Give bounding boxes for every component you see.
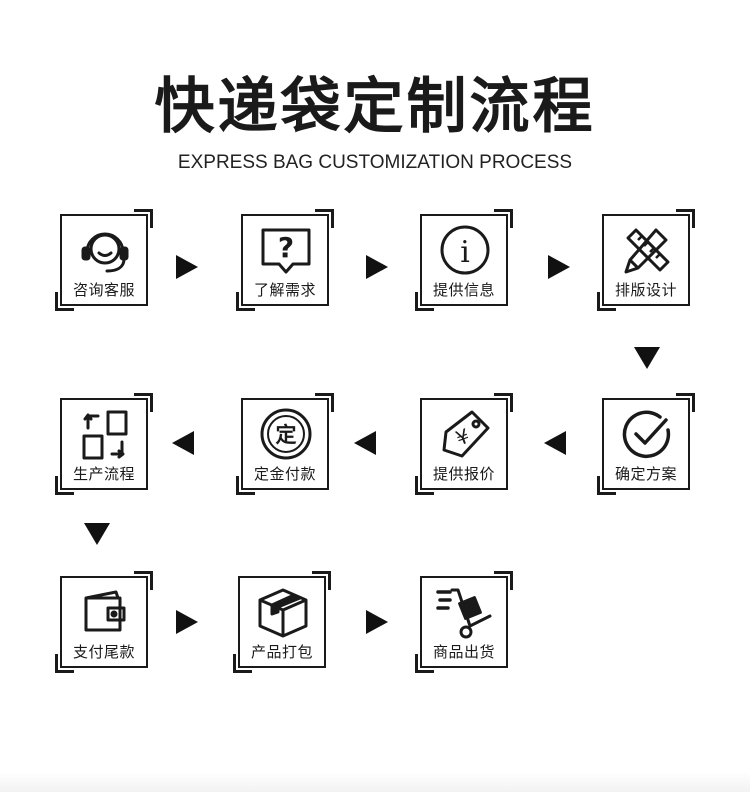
svg-text:i: i — [460, 235, 470, 270]
arrow-right-icon — [366, 255, 388, 279]
step-label: 咨询客服 — [72, 281, 135, 299]
corner-mark — [55, 292, 74, 311]
step-product-packing: 产品打包 — [233, 571, 331, 673]
svg-text:?: ? — [278, 231, 294, 264]
step-label: 商品出货 — [432, 643, 495, 661]
step-understand-needs: ? 了解需求 — [236, 209, 334, 311]
step-confirm-plan: 确定方案 — [597, 393, 695, 495]
hand-truck-icon — [436, 584, 494, 642]
corner-mark — [315, 393, 334, 412]
price-tag-icon: ¥ — [436, 406, 494, 464]
corner-mark — [312, 571, 331, 590]
svg-text:定: 定 — [276, 423, 297, 447]
question-bubble-icon: ? — [257, 222, 315, 280]
step-pay-balance: 支付尾款 — [55, 571, 153, 673]
corner-mark — [134, 209, 153, 228]
step-layout-design: 排版设计 — [597, 209, 695, 311]
arrow-right-icon — [548, 255, 570, 279]
arrow-down-icon — [84, 523, 110, 545]
corner-mark — [676, 209, 695, 228]
corner-mark — [597, 476, 616, 495]
package-box-icon — [254, 584, 312, 642]
page-subtitle: EXPRESS BAG CUSTOMIZATION PROCESS — [177, 152, 573, 173]
corner-mark — [134, 571, 153, 590]
corner-mark — [415, 654, 434, 673]
headset-icon — [76, 222, 134, 280]
step-provide-quote: ¥ 提供报价 — [415, 393, 513, 495]
arrow-down-icon — [634, 347, 660, 369]
info-icon: i — [436, 222, 494, 280]
step-label: 了解需求 — [253, 281, 316, 299]
step-deposit-payment: 定 定金付款 — [236, 393, 334, 495]
corner-mark — [494, 209, 513, 228]
step-label: 定金付款 — [253, 465, 316, 483]
step-label: 产品打包 — [250, 643, 313, 661]
corner-mark — [236, 292, 255, 311]
deposit-stamp-icon: 定 — [257, 406, 315, 464]
production-flow-icon — [76, 406, 134, 464]
check-circle-icon — [618, 406, 676, 464]
corner-mark — [597, 292, 616, 311]
corner-mark — [676, 393, 695, 412]
step-label: 排版设计 — [614, 281, 677, 299]
corner-mark — [415, 476, 434, 495]
step-label: 提供信息 — [432, 281, 495, 299]
bottom-shadow-band — [0, 772, 750, 792]
arrow-left-icon — [172, 431, 194, 455]
corner-mark — [494, 571, 513, 590]
corner-mark — [494, 393, 513, 412]
corner-mark — [55, 476, 74, 495]
step-product-shipping: 商品出货 — [415, 571, 513, 673]
corner-mark — [315, 209, 334, 228]
pencil-ruler-icon — [618, 222, 676, 280]
arrow-left-icon — [544, 431, 566, 455]
corner-mark — [55, 654, 74, 673]
arrow-right-icon — [176, 255, 198, 279]
step-label: 生产流程 — [72, 465, 135, 483]
step-provide-info: i 提供信息 — [415, 209, 513, 311]
step-label: 支付尾款 — [72, 643, 135, 661]
step-label: 提供报价 — [432, 465, 495, 483]
svg-text:¥: ¥ — [453, 424, 473, 451]
step-consult-service: 咨询客服 — [55, 209, 153, 311]
corner-mark — [233, 654, 252, 673]
corner-mark — [415, 292, 434, 311]
arrow-left-icon — [354, 431, 376, 455]
arrow-right-icon — [366, 610, 388, 634]
step-label: 确定方案 — [614, 465, 677, 483]
wallet-icon — [76, 584, 134, 642]
corner-mark — [236, 476, 255, 495]
corner-mark — [134, 393, 153, 412]
arrow-right-icon — [176, 610, 198, 634]
page-title: 快递袋定制流程 — [154, 72, 596, 142]
step-production-process: 生产流程 — [55, 393, 153, 495]
